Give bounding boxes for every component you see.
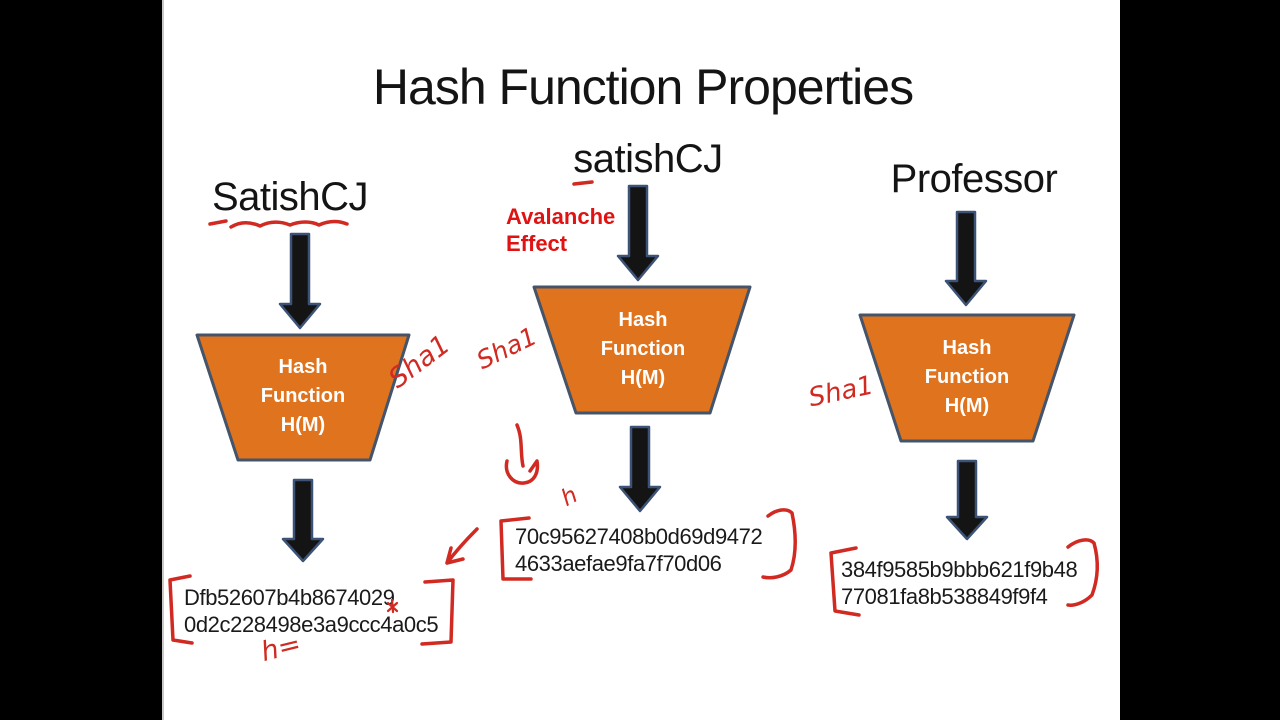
- funnel-label-3-line1: Hash: [942, 336, 992, 359]
- funnel-label-1-line1: Hash: [278, 356, 328, 378]
- hash-function-funnel-3: Hash Function H(M): [858, 313, 1076, 443]
- funnel-label-2-line2: Function: [600, 337, 686, 360]
- output-arrow-2: [618, 425, 662, 513]
- output-arrow-3: [945, 459, 989, 541]
- hash-function-funnel-2: Hash Function H(M): [532, 285, 754, 415]
- hash-function-funnel-1: Hash Function H(M): [195, 333, 411, 462]
- funnel-shape-1: [195, 333, 411, 462]
- funnel-label-1-line2: Function: [260, 385, 346, 407]
- input-message-label-1: SatishCJ: [211, 175, 369, 219]
- funnel-shape-3: [858, 313, 1076, 443]
- input-arrow-2: [616, 184, 660, 282]
- output-arrow-1: [281, 478, 325, 563]
- letterbox-left: [0, 0, 162, 720]
- hash-output-1-line2: 0d2c228498e3a9ccc4a0c5: [184, 612, 439, 637]
- input-arrow-1: [278, 232, 322, 330]
- avalanche-line1: Avalanche: [506, 204, 616, 229]
- funnel-label-2-line1: Hash: [618, 308, 668, 331]
- avalanche-line2: Effect: [506, 231, 568, 256]
- funnel-label-3-line3: H(M): [944, 394, 990, 417]
- funnel-label-2: Hash Function H(M): [532, 285, 754, 415]
- funnel-label-2-line3: H(M): [620, 366, 666, 389]
- hash-output-1-line1: Dfb52607b4b8674029: [184, 585, 395, 610]
- funnel-label-1: Hash Function H(M): [195, 333, 411, 462]
- hash-output-2-line2: 4633aefae9fa7f70d06: [515, 551, 722, 576]
- avalanche-effect-label: Avalanche Effect: [506, 203, 615, 257]
- hash-output-1: Dfb52607b4b8674029 0d2c228498e3a9ccc4a0c…: [184, 584, 439, 638]
- hash-output-2: 70c95627408b0d69d9472 4633aefae9fa7f70d0…: [515, 523, 763, 577]
- funnel-shape-2: [532, 285, 752, 415]
- hash-output-3-line1: 384f9585b9bbb621f9b48: [841, 557, 1078, 582]
- letterbox-right: [1120, 0, 1280, 720]
- funnel-label-3-line2: Function: [924, 365, 1010, 388]
- funnel-label-3: Hash Function H(M): [858, 313, 1076, 443]
- slide-title: Hash Function Properties: [372, 59, 914, 115]
- input-message-label-2: satishCJ: [573, 137, 723, 181]
- hash-output-3: 384f9585b9bbb621f9b48 77081fa8b538849f9f…: [841, 556, 1078, 610]
- slide: Hash Function Properties SatishCJ Hash F…: [162, 0, 1120, 720]
- funnel-label-1-line3: H(M): [280, 414, 326, 436]
- hash-output-2-line1: 70c95627408b0d69d9472: [515, 524, 763, 549]
- input-message-label-3: Professor: [890, 157, 1058, 201]
- input-arrow-3: [944, 210, 988, 307]
- hash-output-3-line2: 77081fa8b538849f9f4: [841, 584, 1048, 609]
